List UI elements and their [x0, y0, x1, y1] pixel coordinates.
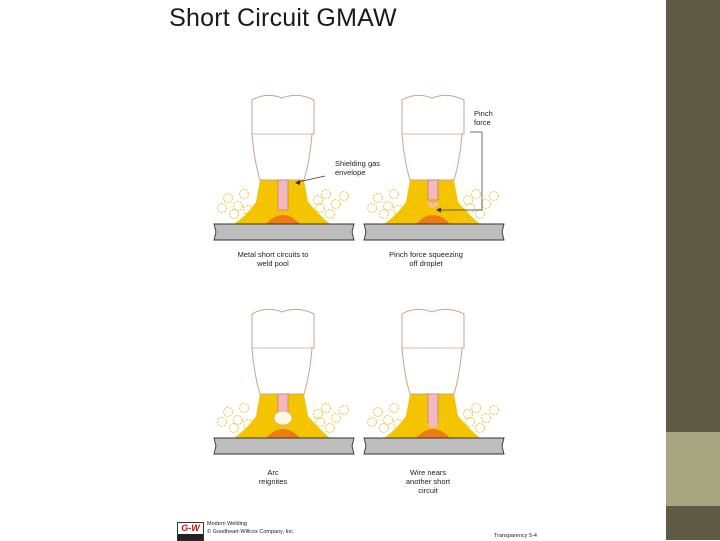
- caption-panel-4: Wire nears another short circuit: [405, 468, 451, 495]
- gas-cloud-puff: [366, 202, 378, 214]
- diagram-panel-short-circuit: [213, 94, 355, 241]
- base-metal-plate: [363, 223, 505, 241]
- side-decor-accent: [666, 432, 720, 506]
- gas-cloud-puff: [372, 406, 384, 418]
- diagram-panel-wire-nears: [363, 308, 505, 455]
- molten-tip: [428, 420, 438, 428]
- footer-book-title: Modern Welding: [207, 521, 247, 527]
- slide-title: Short Circuit GMAW: [169, 4, 397, 32]
- publisher-logo-bar: [178, 534, 203, 540]
- gas-cloud-puff: [378, 208, 390, 220]
- electrode-wire: [277, 179, 289, 211]
- caption-panel-2: Pinch force squeezing off droplet: [389, 250, 463, 268]
- gas-cloud-puff: [222, 406, 234, 418]
- weld-pool: [416, 215, 450, 224]
- publisher-logo-text: G-W: [181, 523, 200, 533]
- gas-cloud-puff: [312, 194, 324, 206]
- gas-cloud-puff: [388, 188, 400, 200]
- gas-cloud-puff: [338, 190, 350, 202]
- gas-cloud-puff: [488, 190, 500, 202]
- gas-cloud-puff: [330, 412, 342, 424]
- gas-cloud-puff: [320, 188, 332, 200]
- gas-cloud-puff: [462, 194, 474, 206]
- diagram-panel-arc-reignites: [213, 308, 355, 455]
- gas-cloud-puff: [366, 416, 378, 428]
- electrode-wire: [427, 179, 439, 201]
- gas-cloud-puff: [312, 408, 324, 420]
- gas-cloud-puff: [216, 202, 228, 214]
- gas-cloud-puff: [480, 198, 492, 210]
- footer-transparency-number: Transparency 5-4: [494, 533, 537, 539]
- gas-cloud-puff: [382, 200, 394, 212]
- publisher-logo: G-W: [177, 522, 204, 541]
- gas-cloud-puff: [488, 404, 500, 416]
- gas-cloud-puff: [320, 402, 332, 414]
- gas-cloud-puff: [382, 414, 394, 426]
- pinched-droplet: [428, 200, 438, 208]
- gas-cloud-puff: [470, 188, 482, 200]
- gas-cloud-puff: [238, 402, 250, 414]
- base-metal-plate: [213, 223, 355, 241]
- base-metal-plate: [213, 437, 355, 455]
- weld-pool: [266, 429, 300, 438]
- pinch-force-label: Pinch force: [474, 109, 493, 127]
- gas-cloud-puff: [330, 198, 342, 210]
- gas-cloud-puff: [480, 412, 492, 424]
- base-metal-plate: [363, 437, 505, 455]
- gas-cloud-puff: [232, 414, 244, 426]
- gas-cloud-puff: [474, 208, 486, 220]
- weld-pool: [416, 429, 450, 438]
- gas-cloud-puff: [216, 416, 228, 428]
- gas-cloud-puff: [324, 208, 336, 220]
- gas-cloud-puff: [338, 404, 350, 416]
- diagram-panel-pinch-force: [363, 94, 505, 241]
- gas-cloud-puff: [232, 200, 244, 212]
- gas-cloud-puff: [462, 408, 474, 420]
- weld-pool: [266, 215, 300, 224]
- gas-cloud-puff: [324, 422, 336, 434]
- gas-cloud-puff: [378, 422, 390, 434]
- caption-panel-1: Metal short circuits to weld pool: [237, 250, 309, 268]
- gas-cloud-puff: [372, 192, 384, 204]
- gas-cloud-puff: [228, 208, 240, 220]
- gas-cloud-puff: [222, 192, 234, 204]
- gas-cloud-puff: [238, 188, 250, 200]
- gas-cloud-puff: [470, 402, 482, 414]
- caption-panel-3: Arc reignites: [258, 468, 288, 486]
- gas-cloud-puff: [474, 422, 486, 434]
- arc-glow: [273, 410, 293, 426]
- gas-cloud-puff: [388, 402, 400, 414]
- shielding-gas-shape: [384, 180, 480, 224]
- gas-cloud-puff: [228, 422, 240, 434]
- shielding-gas-label: Shielding gas envelope: [335, 159, 381, 177]
- footer-copyright: © Goodheart-Willcox Company, Inc.: [207, 529, 295, 535]
